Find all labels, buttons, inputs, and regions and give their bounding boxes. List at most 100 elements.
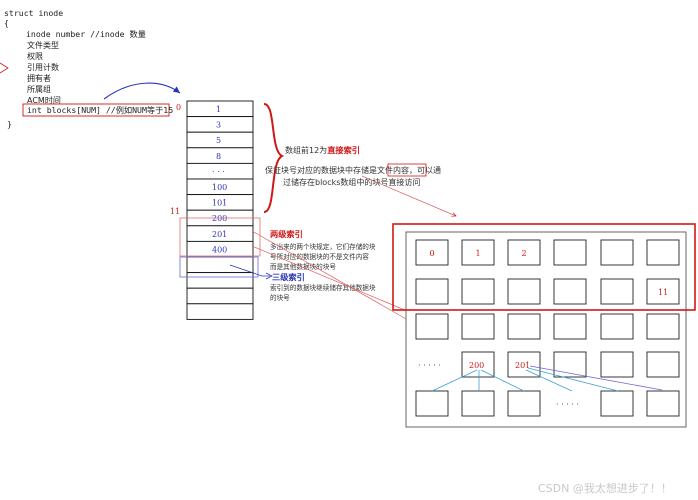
data-block-number: 11 — [658, 288, 668, 297]
third-level-desc-line1: 索引到的数据块继续储存其他数据块 — [270, 283, 376, 292]
fan-200-c — [480, 369, 525, 392]
data-block — [415, 278, 449, 305]
array-cell-10 — [186, 256, 254, 274]
array-cell-12 — [186, 287, 254, 305]
second-level-label: 两级索引 — [270, 229, 303, 239]
third-level-highlight — [179, 256, 259, 278]
data-block-number: 1 — [476, 249, 481, 258]
data-block — [415, 239, 449, 266]
array-cells: 1 3 5 8 · · · 100 101 200 201 400 — [186, 100, 254, 320]
data-block — [600, 390, 634, 417]
data-block — [646, 239, 680, 266]
array-index-eleven: 11 — [170, 207, 180, 216]
direct-index-desc-line1: 保证块号对应的数据块中存储是文件内容，可以通 — [265, 165, 441, 175]
data-block — [600, 351, 634, 378]
data-block-number: 200 — [469, 361, 484, 370]
data-block — [646, 351, 680, 378]
data-block — [646, 313, 680, 340]
data-block — [461, 351, 495, 378]
array-cell-value: 100 — [212, 183, 227, 192]
data-block-number: 201 — [515, 361, 530, 370]
data-block — [553, 313, 587, 340]
data-block — [507, 351, 541, 378]
struct-line-open-brace: { — [4, 18, 9, 28]
struct-line-permission: 权限 — [27, 51, 43, 61]
data-block — [507, 278, 541, 305]
struct-line-file-type: 文件类型 — [27, 40, 59, 50]
block-grid: 0 1 2 11 · · · · · 200 201 · · · · · — [415, 239, 680, 417]
struct-line-close-brace: } — [7, 119, 12, 129]
array-cell-value: 400 — [212, 245, 227, 254]
blocks-field-highlight — [22, 103, 170, 117]
data-block — [600, 239, 634, 266]
array-cell-value: 1 — [216, 105, 221, 114]
direct-blocks-highlight — [392, 223, 696, 311]
third-level-desc-line2: 的块号 — [270, 293, 290, 302]
array-cell-value: 5 — [216, 136, 221, 145]
data-block — [600, 278, 634, 305]
edge-arrow-fragment — [0, 62, 9, 74]
ellipsis-label: · · · · · — [556, 400, 579, 409]
direct-index-annotation: 数组前12为直接索引 保证块号对应的数据块中存储是文件内容，可以通 过储存在bl… — [265, 145, 441, 187]
direct-index-brace — [263, 103, 285, 213]
second-level-highlight — [179, 217, 261, 257]
second-level-desc-line3: 而是其他数据块的块号 — [270, 262, 336, 271]
data-block — [553, 239, 587, 266]
struct-line-title: struct inode — [4, 8, 63, 18]
direct-to-blocks-arrow — [361, 175, 456, 216]
blocks-to-array-arrow — [103, 82, 181, 100]
data-blocks-region: 0 1 2 11 · · · · · 200 201 · · · · · — [392, 223, 696, 428]
data-block — [415, 313, 449, 340]
file-content-highlight — [387, 163, 427, 177]
data-block-number: 2 — [522, 249, 527, 258]
data-block — [646, 390, 680, 417]
data-block — [646, 278, 680, 305]
data-block — [553, 351, 587, 378]
struct-line-blocks: int blocks[NUM] //例如NUM等于15 — [27, 105, 173, 115]
second-level-annotation: 两级索引 多出来的两个块规定，它们存储的块 号所对应的数据块的不是文件内容 而是… — [270, 229, 376, 271]
array-cell-value: 101 — [212, 199, 227, 208]
data-block — [461, 390, 495, 417]
direct-index-prefix: 数组前12为直接索引 — [285, 145, 360, 155]
data-block — [507, 390, 541, 417]
array-cell-value: 200 — [212, 214, 227, 223]
data-block — [507, 313, 541, 340]
array-cell-11 — [186, 272, 254, 289]
data-block — [600, 313, 634, 340]
ellipsis-label: · · · · · — [418, 361, 441, 370]
struct-line-ref-count: 引用计数 — [27, 62, 59, 72]
data-block — [553, 278, 587, 305]
fan-200-a — [431, 369, 478, 392]
fan-201-a — [525, 369, 573, 392]
direct-index-label: 直接索引 — [327, 145, 360, 155]
data-block-number: 0 — [430, 249, 435, 258]
data-block — [461, 278, 495, 305]
third-level-annotation: 三级索引 索引到的数据块继续储存其他数据块 的块号 — [229, 264, 376, 302]
third-level-label: 三级索引 — [272, 272, 305, 282]
struct-line-inode-number: inode number //inode 数量 — [26, 29, 146, 39]
data-block — [507, 239, 541, 266]
array-cell-13 — [186, 303, 254, 320]
struct-line-acm-time: ACM时间 — [27, 95, 61, 105]
data-block — [461, 313, 495, 340]
blocks-array: 0 11 1 3 5 8 · · · 100 101 200 201 400 — [170, 100, 261, 320]
data-block — [461, 239, 495, 266]
array-cell-value: · · · — [212, 167, 225, 176]
struct-inode-code: struct inode { inode number //inode 数量 文… — [4, 8, 173, 129]
data-block — [415, 390, 449, 417]
array-index-zero: 0 — [176, 103, 181, 112]
array-cell-value: 201 — [212, 230, 227, 239]
fan-201-c — [529, 365, 663, 391]
struct-line-group: 所属组 — [27, 84, 51, 94]
data-blocks-frame — [405, 231, 687, 428]
direct-index-desc-line2: 过储存在blocks数组中的块号直接访问 — [283, 177, 420, 187]
second-level-desc-line2: 号所对应的数据块的不是文件内容 — [270, 252, 369, 261]
array-cell-value: 3 — [216, 121, 221, 130]
third-level-pointer-head — [265, 272, 273, 280]
second-level-desc-line1: 多出来的两个块规定，它们存储的块 — [270, 242, 376, 251]
struct-line-owner: 拥有者 — [27, 73, 51, 83]
array-cell-value: 8 — [216, 152, 221, 161]
third-level-pointer-line — [229, 264, 270, 277]
watermark: CSDN @我太想进步了！！ — [538, 481, 672, 495]
